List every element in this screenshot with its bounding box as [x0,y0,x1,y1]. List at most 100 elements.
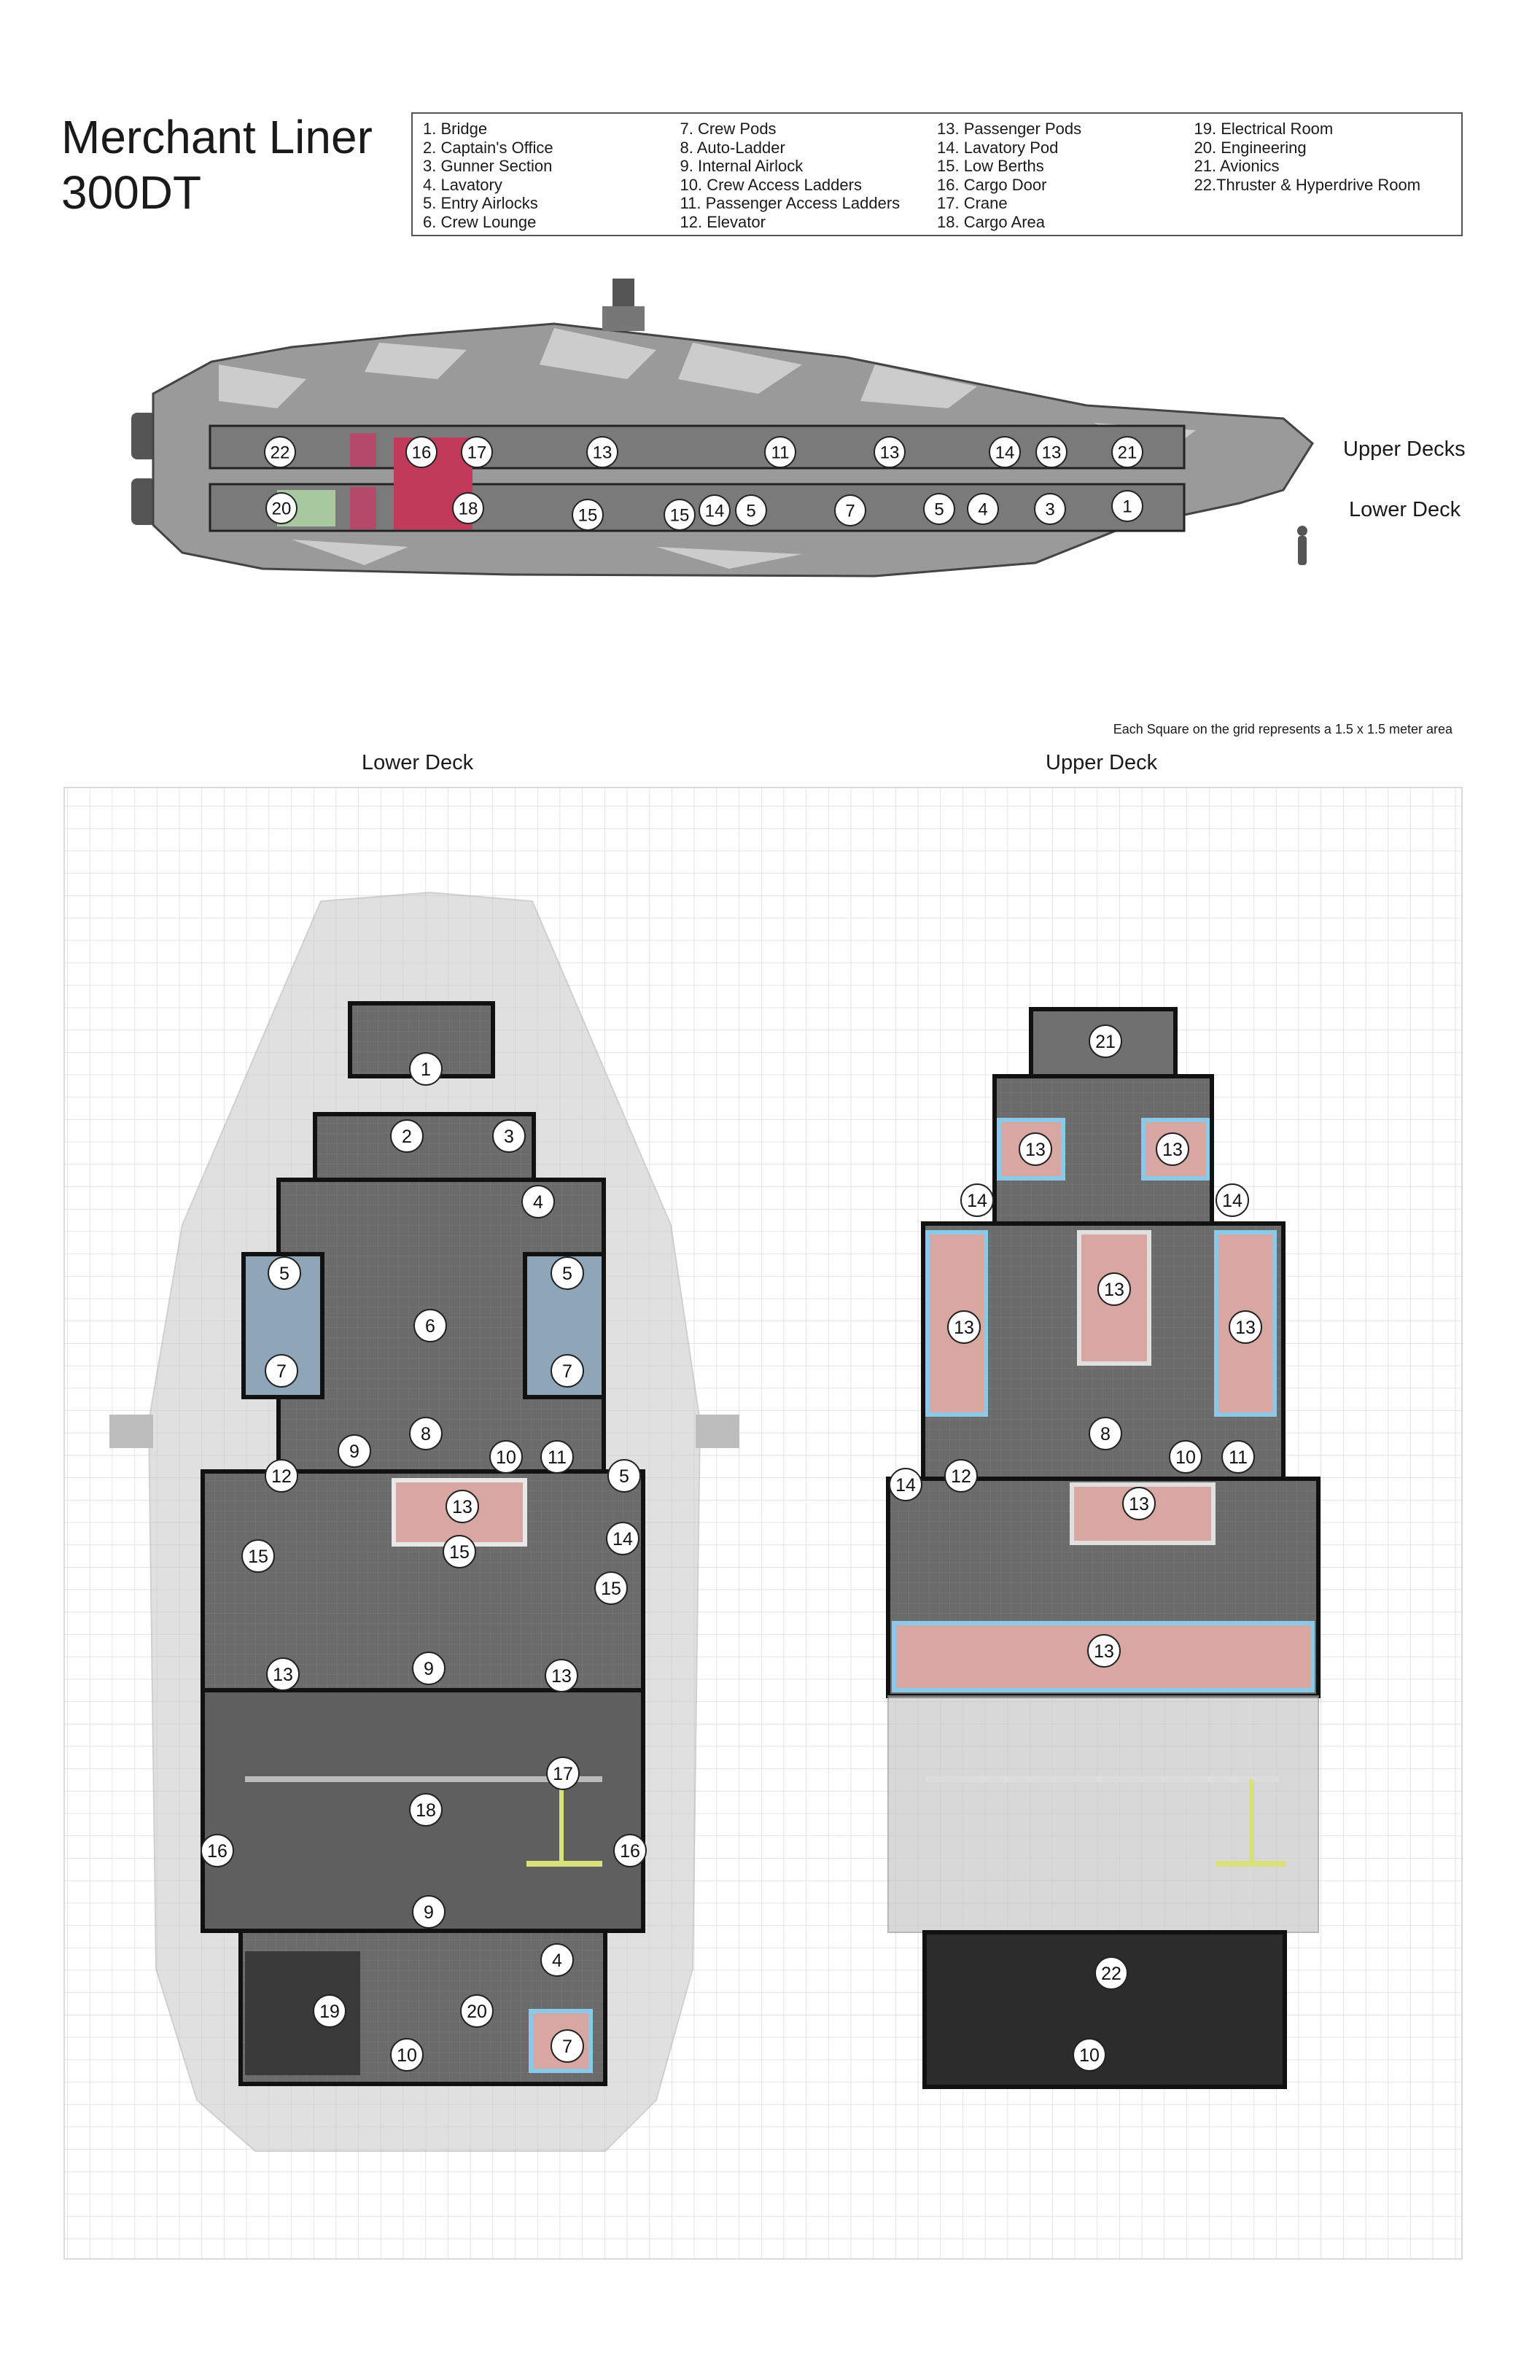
room-marker-number: 10 [1079,2045,1100,2066]
human-scale-figure [1297,526,1307,565]
room-marker-number: 9 [424,1659,434,1679]
room-marker-circle [1156,1132,1189,1166]
room-marker-circle [606,1522,639,1555]
scale-note: Each Square on the grid represents a 1.5… [1113,722,1452,736]
legend-column: 13. Passenger Pods 14. Lavatory Pod 15. … [937,120,1194,231]
room-marker-circle [551,1354,584,1388]
room-marker-number: 5 [746,502,755,521]
legend-item: 20. Engineering [1194,138,1307,157]
room-marker-number: 14 [705,502,725,521]
room-marker-number: 14 [612,1529,633,1549]
side-label-upper: Upper Decks [1343,438,1466,461]
lower-deck-title: Lower Deck [362,751,474,774]
room-marker-number: 9 [424,1902,434,1923]
room-marker-circle [594,1571,628,1605]
title-line-1: Merchant Liner [61,111,373,163]
room-marker-circle [1089,1417,1122,1450]
room-marker-circle [551,1256,584,1290]
room-marker-number: 8 [1100,1424,1111,1444]
room-marker-number: 17 [553,1764,573,1784]
page-title: Merchant Liner 300DT [61,109,373,220]
room-marker-circle [540,1440,574,1474]
room-marker-number: 7 [562,2037,572,2057]
room-marker-number: 13 [1094,1641,1114,1662]
room-marker-number: 10 [1175,1447,1196,1468]
room-marker-number: 13 [1129,1494,1149,1514]
room-marker-number: 13 [593,443,612,463]
upper-deck-title: Upper Deck [1046,751,1158,774]
room-marker-circle [264,436,296,468]
room-marker-circle [241,1539,275,1573]
room-marker-circle [1111,436,1143,468]
legend-item: 22.Thruster & Hyperdrive Room [1194,175,1421,194]
room-marker-circle [489,1440,523,1474]
legend-item: 3. Gunner Section [423,157,553,175]
room-legend: 1. Bridge 2. Captain's Office 3. Gunner … [411,112,1463,236]
room-marker-circle [572,499,604,531]
room-marker-circle [1229,1310,1262,1344]
side-hull-camo [219,328,1196,569]
room-marker-circle [889,1468,922,1501]
legend-column: 19. Electrical Room 20. Engineering 21. … [1194,120,1452,229]
room-marker-number: 10 [496,1447,516,1468]
legend-item: 10. Crew Access Ladders [680,175,862,194]
room-marker-number: 15 [670,506,690,526]
room-marker-circle [390,2038,424,2072]
room-marker-circle [268,1256,301,1290]
room-marker-circle [390,1119,424,1153]
room-marker-circle [405,436,438,468]
room-marker-number: 20 [467,2002,487,2022]
room-marker-number: 16 [412,443,432,463]
room-marker-number: 14 [995,443,1015,463]
room-marker-number: 3 [1045,500,1054,520]
legend-item: 5. Entry Airlocks [423,194,538,212]
legend-item: 18. Cargo Area [937,212,1045,231]
room-marker-number: 9 [349,1442,359,1462]
room-marker-circle [492,1119,526,1153]
room-marker-circle [967,493,999,525]
legend-item: 7. Crew Pods [680,120,777,138]
room-marker-circle [1019,1132,1052,1166]
legend-item: 21. Avionics [1194,157,1280,175]
room-marker-circle [551,2029,584,2063]
room-marker-circle [735,494,767,526]
room-marker-number: 11 [1229,1447,1248,1468]
room-marker-number: 20 [272,499,292,519]
room-marker-number: 5 [562,1264,572,1284]
side-turret [612,279,634,308]
room-marker-number: 8 [421,1424,431,1444]
room-marker-circle [265,1459,298,1493]
room-marker-number: 15 [449,1542,470,1563]
room-marker-circle [201,1834,234,1867]
room-marker-circle [1087,1634,1121,1668]
legend-item: 15. Low Berths [937,157,1044,175]
room-marker-circle [874,436,906,468]
room-marker-circle [409,1417,443,1450]
room-marker-circle [545,1659,578,1692]
room-marker-circle [546,1757,580,1790]
legend-item: 8. Auto-Ladder [680,138,785,157]
room-marker-number: 13 [1104,1280,1124,1300]
room-marker-number: 13 [273,1665,293,1685]
legend-item: 17. Crane [937,194,1008,212]
room-marker-number: 14 [1222,1191,1242,1211]
legend-item: 12. Elevator [680,212,766,231]
legend-item: 2. Captain's Office [423,138,553,157]
legend-item: 9. Internal Airlock [680,157,804,175]
room-marker-number: 13 [1235,1318,1256,1338]
room-marker-circle [947,1310,981,1344]
room-marker-number: 3 [504,1127,514,1147]
room-marker-circle [586,436,618,468]
room-marker-number: 21 [1095,1032,1116,1052]
legend-item: 16. Cargo Door [937,175,1047,194]
room-marker-number: 15 [248,1547,268,1567]
room-marker-circle [923,493,955,525]
room-marker-number: 1 [421,1059,431,1080]
room-marker-circle [960,1183,994,1217]
room-marker-circle [540,1943,574,1977]
room-marker-circle [521,1185,555,1218]
room-marker-number: 21 [1118,443,1138,463]
room-marker-circle [699,494,731,526]
legend-column: 1. Bridge 2. Captain's Office 3. Gunner … [423,120,680,231]
